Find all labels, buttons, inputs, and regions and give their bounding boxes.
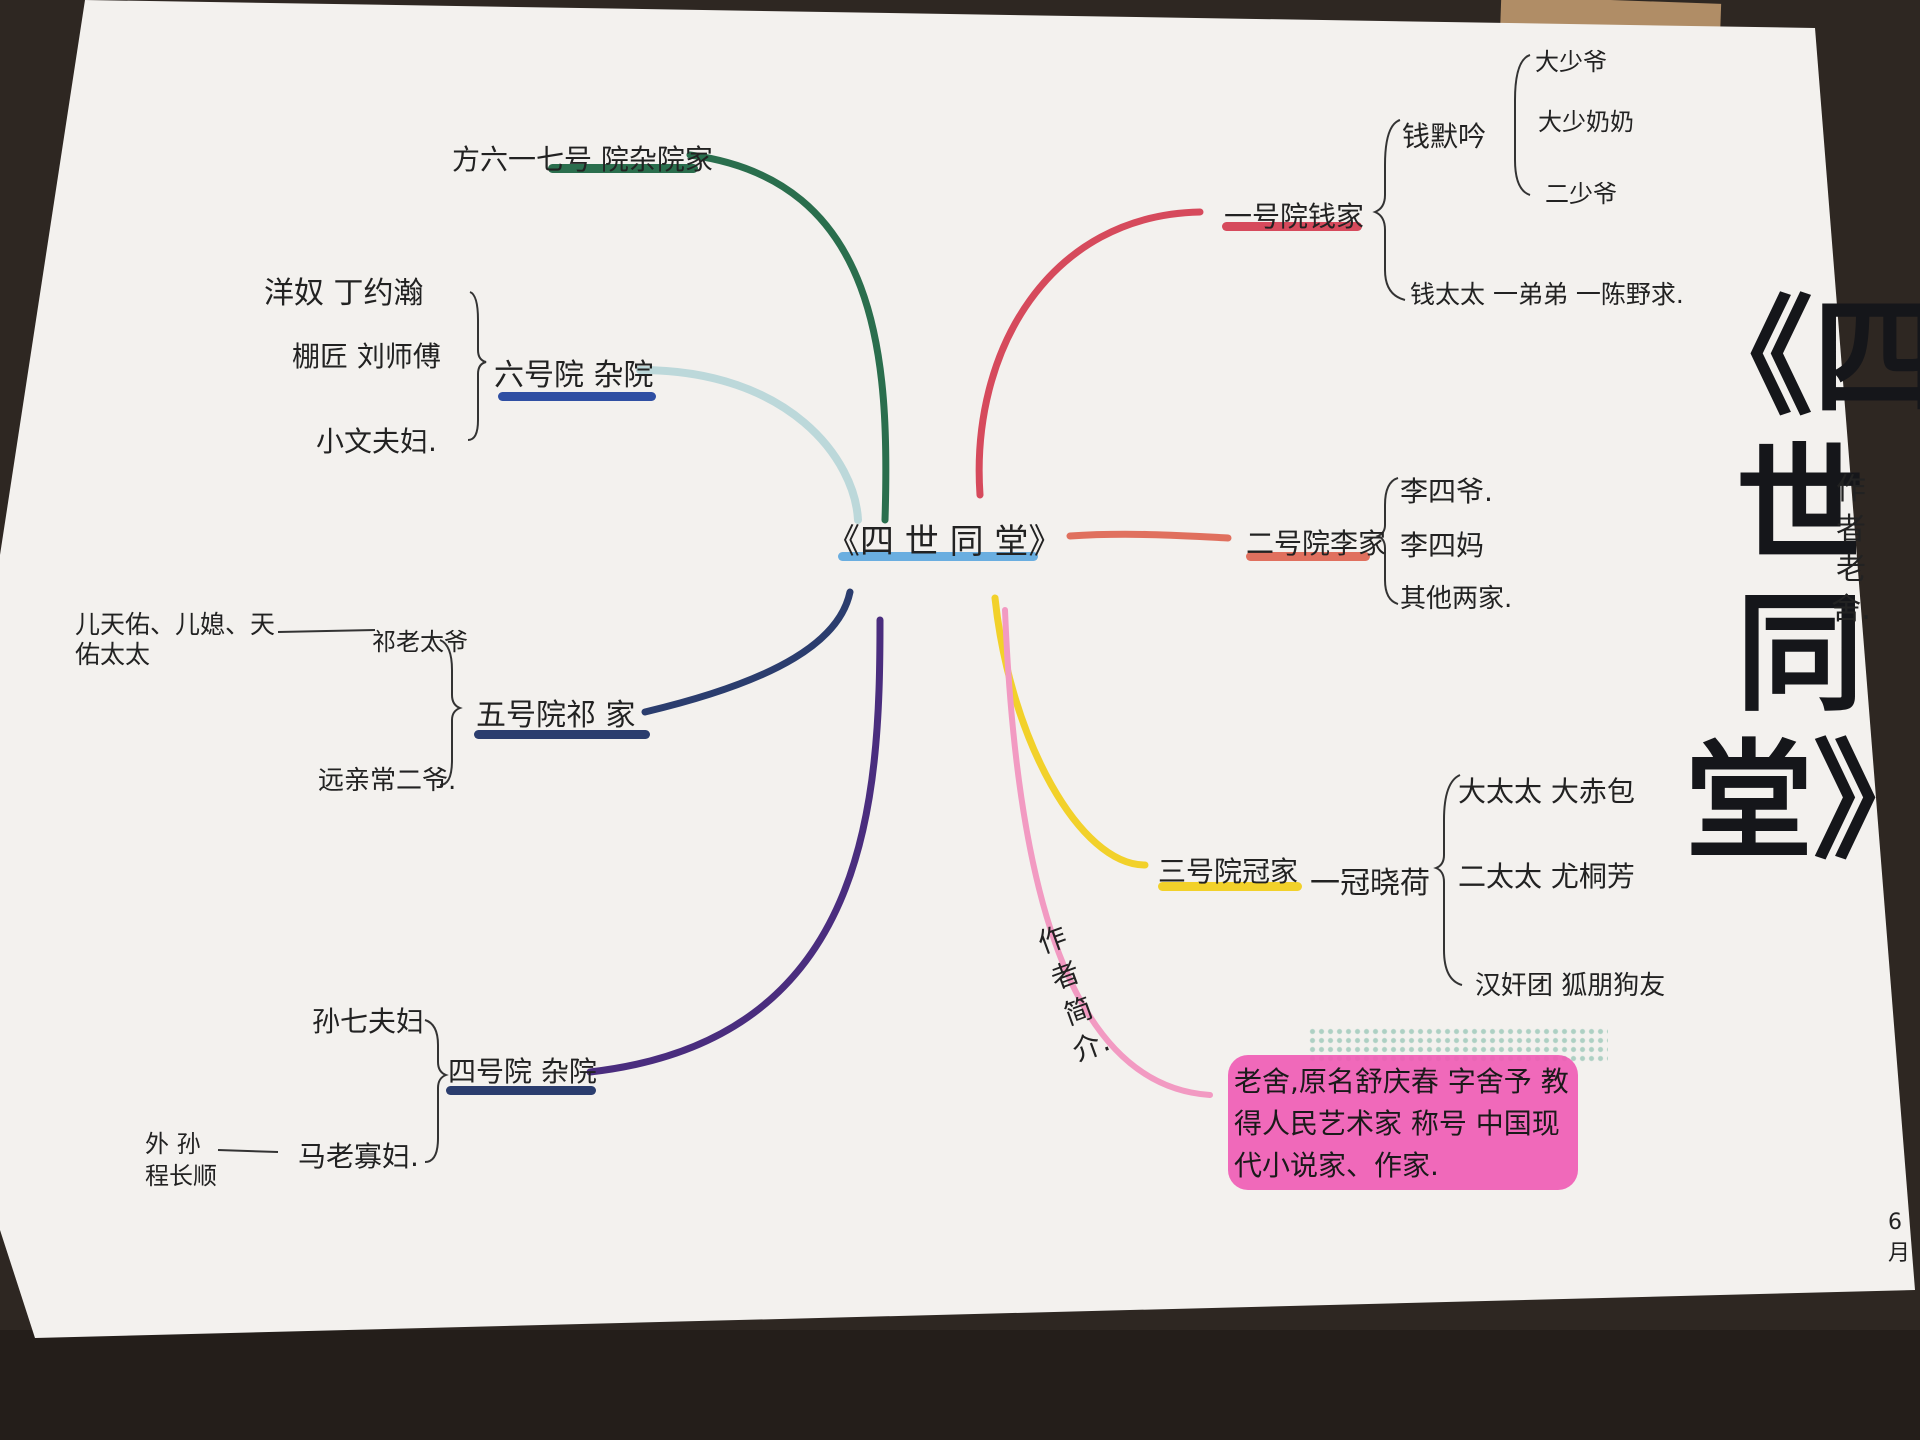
no6-member: 小文夫妇. [316,425,437,458]
branch-line-no7 [686,151,890,524]
branch-no5-label: 五号院祁 家 [476,698,636,733]
branch-line-no2 [1066,530,1232,542]
no1-child: 大少奶奶 [1538,108,1634,136]
highlight-no4 [446,1086,596,1095]
brace-no1 [1372,119,1406,301]
no1-child: 二少爷 [1545,180,1617,208]
no3-head: 一冠晓荷 [1310,866,1430,901]
brace-no2 [1375,477,1399,605]
branch-line-no1 [975,208,1204,499]
no1-wife: 钱太太 一弟弟 一陈野求. [1410,280,1684,309]
no4-member: 马老寡妇. [298,1140,419,1173]
branch-line-intro [1002,607,1213,1098]
no5-sub: 儿天佑、儿媳、天佑太太 [75,610,276,669]
highlight-no6 [498,392,656,401]
center-topic: 《四 世 同 堂》 [826,522,1063,562]
no5-member: 远亲常二爷. [318,766,457,796]
no2-member: 李四爷. [1400,475,1493,508]
no5-member: 祁老太爷 [372,628,468,656]
highlight-no7 [548,164,698,173]
highlight-no1 [1222,222,1362,231]
corner-note: 6月 [1888,1210,1911,1266]
no4-member: 孙七夫妇 [312,1005,425,1038]
brace-no4 [424,1019,449,1163]
table-surface [0,1330,1920,1440]
no4-sub: 外 孙 程长顺 [145,1130,217,1190]
branch-line-no3 [991,594,1149,869]
no3-member: 二太太 尤桐芳 [1458,860,1635,893]
highlight-no3 [1158,882,1302,891]
no3-member: 大太太 大赤包 [1458,775,1635,808]
branch-no2-label: 二号院李家 [1246,527,1387,560]
no6-member: 洋奴 丁约瀚 [264,276,424,311]
highlight-no5 [474,730,650,739]
brace-no3 [1433,774,1463,986]
highlight-no2 [1246,552,1370,561]
paper-sheet [0,0,1915,1338]
no2-member: 其他两家. [1400,584,1513,614]
branch-no6-label: 六号院 杂院 [494,358,654,393]
branch-line-no6 [636,366,862,524]
brace-no5 [439,639,463,786]
no6-member: 棚匠 刘师傅 [292,340,441,373]
author-bio-text: 老舍,原名舒庆春 字舍予 教得人民艺术家 称号 中国现代小说家、作家. [1234,1065,1569,1182]
book-title: 《四世同堂》 [1685,284,1920,877]
highlight-center [838,552,1038,561]
branch-no7-label: 方六一七号 院杂院家 [452,143,713,176]
connector-no4-sub [217,1149,279,1153]
branch-line-no5 [641,588,854,716]
brace-qian-children [1514,54,1531,196]
branch-line-no4 [586,616,884,1076]
author-bio-box: 老舍,原名舒庆春 字舍予 教得人民艺术家 称号 中国现代小说家、作家. [1228,1027,1608,1190]
author-note: 作者 老舍. [1831,472,1871,627]
branch-no3-label: 三号院冠家 [1158,855,1299,888]
no1-child: 大少爷 [1535,48,1607,76]
branch-no1-label: 一号院钱家 [1224,200,1365,233]
brace-no6 [467,291,487,441]
bio-highlight [1228,1055,1578,1190]
branch-no4-label: 四号院 杂院 [448,1055,597,1088]
no3-member: 汉奸团 狐朋狗友 [1475,971,1666,1001]
connector-no5-sub [277,629,376,633]
no2-member: 李四妈 [1400,529,1485,562]
no1-head: 钱默吟 [1402,120,1487,153]
